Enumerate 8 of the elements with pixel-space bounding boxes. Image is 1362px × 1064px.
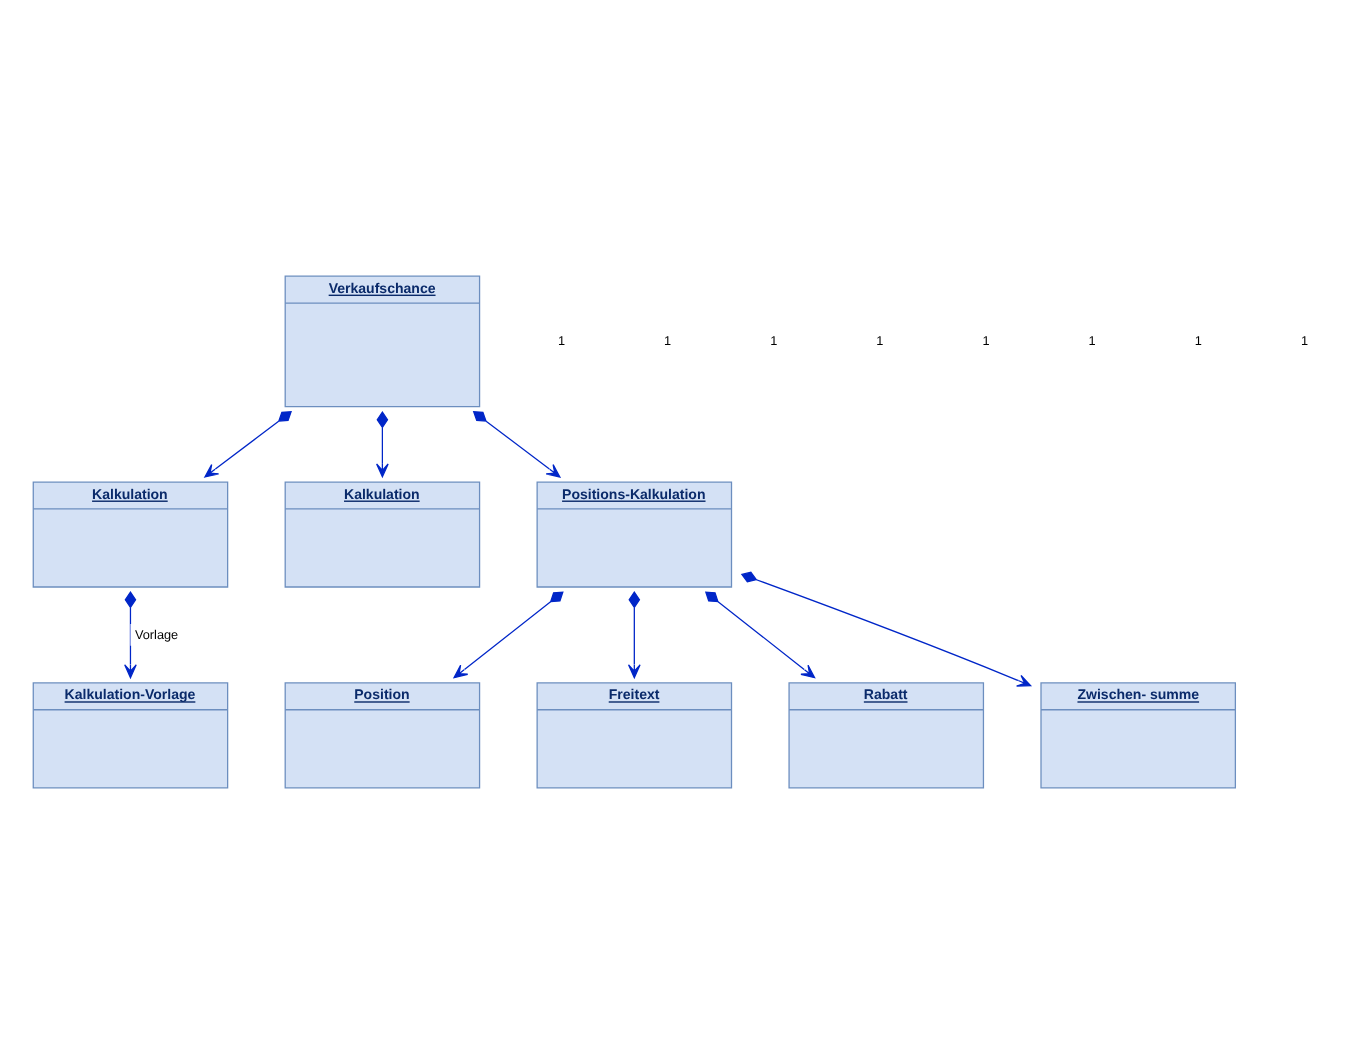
- arrow: [704, 591, 816, 679]
- arrow: [453, 591, 564, 679]
- arrow: [204, 411, 292, 478]
- arrow: [740, 571, 1032, 687]
- arrow: [124, 590, 137, 679]
- arrow: [376, 410, 389, 478]
- arrow: [472, 411, 561, 478]
- arrow: [627, 590, 641, 679]
